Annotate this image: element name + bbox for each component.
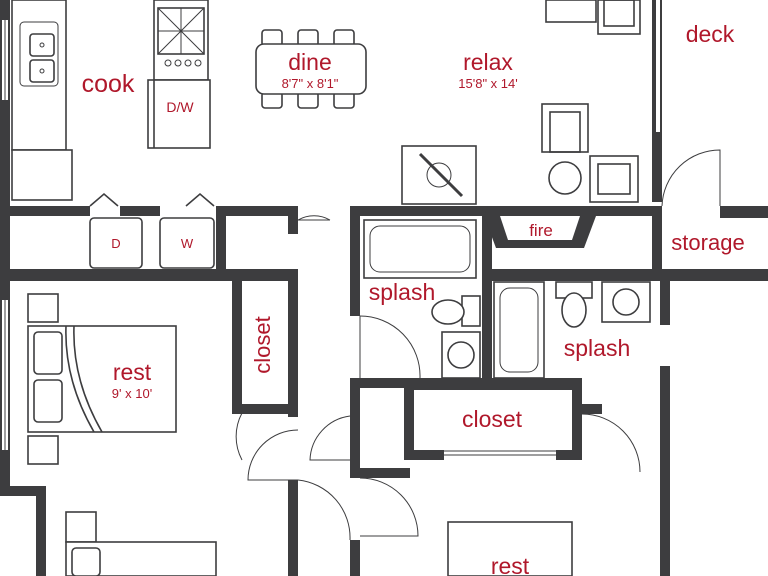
- label-rest-left: rest: [113, 359, 152, 385]
- label-deck: deck: [686, 21, 735, 47]
- room-labels: cook dine 8'7" x 8'1" relax 15'8" x 14' …: [82, 21, 745, 576]
- label-dine: dine: [288, 49, 331, 75]
- bedroom-furniture: [27, 293, 573, 576]
- living-room-furniture: [401, 0, 641, 205]
- label-splash-left: splash: [369, 279, 435, 305]
- label-fire: fire: [529, 221, 553, 240]
- label-rest-left-dim: 9' x 10': [112, 386, 152, 401]
- label-dishwasher: D/W: [166, 99, 194, 115]
- label-dine-dim: 8'7" x 8'1": [282, 76, 339, 91]
- label-relax-dim: 15'8" x 14': [458, 76, 517, 91]
- laundry-machines: [89, 192, 215, 269]
- label-dryer: D: [111, 236, 120, 251]
- label-closet-hall: closet: [462, 406, 523, 432]
- bath-fixtures: [363, 219, 651, 379]
- label-splash-right: splash: [564, 335, 630, 361]
- label-washer: W: [181, 236, 194, 251]
- kitchen-fixtures: [11, 0, 211, 201]
- label-cook: cook: [82, 70, 135, 98]
- dining-table: [255, 29, 367, 109]
- label-relax: relax: [463, 49, 513, 75]
- label-rest-bottom: rest: [491, 553, 530, 576]
- doors: [235, 149, 721, 541]
- label-closet-vertical: closet: [250, 316, 275, 373]
- label-storage: storage: [671, 230, 744, 255]
- windows: [2, 20, 668, 450]
